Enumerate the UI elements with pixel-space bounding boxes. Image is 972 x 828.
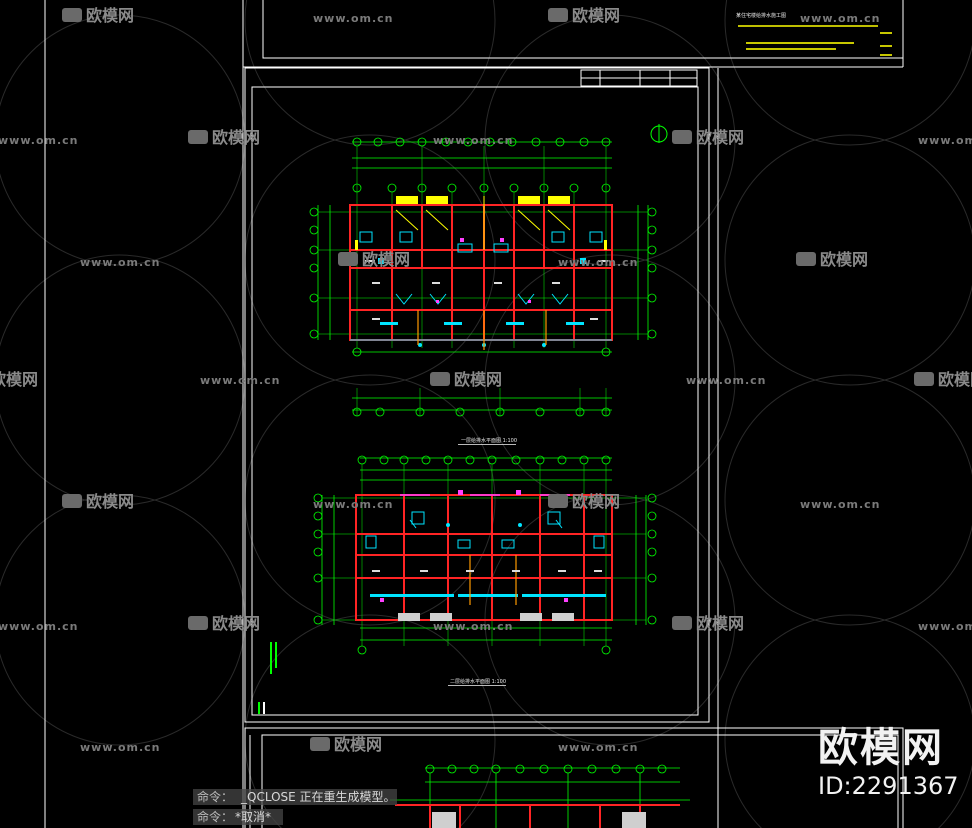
svg-text:欧模网: 欧模网	[696, 614, 744, 633]
plan-lower-caption: 二层给排水平面图 1:100	[450, 678, 506, 685]
command-prompt-label: 命令：	[197, 790, 234, 804]
svg-text:www.om.cn: www.om.cn	[0, 134, 79, 147]
sheet-title: 某住宅楼给排水施工图	[736, 12, 786, 19]
svg-text:欧模网: 欧模网	[0, 370, 38, 389]
command-history-line: 命令： _QCLOSE 正在重生成模型。	[193, 789, 397, 805]
brand-name: 欧模网	[818, 725, 944, 771]
svg-text:www.om.cn: www.om.cn	[686, 374, 767, 387]
svg-text:www.om.cn: www.om.cn	[433, 620, 514, 633]
svg-text:欧模网: 欧模网	[820, 250, 868, 269]
sheet-frames	[44, 0, 904, 828]
watermark-logos: 欧模网 欧模网 欧模网 欧模网 欧模网 欧模网 欧模网 欧模网 欧模网 欧模网 …	[0, 6, 972, 754]
svg-text:www.om.cn: www.om.cn	[558, 741, 639, 754]
svg-text:欧模网: 欧模网	[362, 250, 410, 269]
svg-text:www.om.cn: www.om.cn	[800, 498, 881, 511]
svg-text:www.om.cn: www.om.cn	[200, 374, 281, 387]
svg-text:欧模网: 欧模网	[212, 614, 260, 633]
svg-text:欧模网: 欧模网	[572, 6, 620, 25]
title-block-top: 某住宅楼给排水施工图	[736, 12, 892, 56]
svg-text:欧模网: 欧模网	[334, 735, 382, 754]
svg-text:www.om.cn: www.om.cn	[313, 498, 394, 511]
svg-text:欧模网: 欧模网	[212, 128, 260, 147]
plan-upper-caption: 一层给排水平面图 1:100	[461, 437, 517, 444]
svg-text:欧模网: 欧模网	[86, 492, 134, 511]
svg-text:欧模网: 欧模网	[696, 128, 744, 147]
brand-id: ID:2291367	[818, 772, 959, 800]
svg-text:www.om.cn: www.om.cn	[800, 12, 881, 25]
north-arrow-icon	[650, 124, 668, 143]
svg-text:欧模网: 欧模网	[454, 370, 502, 389]
svg-text:www.om.cn: www.om.cn	[0, 620, 79, 633]
svg-text:www.om.cn: www.om.cn	[313, 12, 394, 25]
command-prompt-label: 命令：	[197, 810, 234, 824]
floor-plan-upper[interactable]: 一层给排水平面图 1:100	[309, 137, 657, 445]
svg-text:欧模网: 欧模网	[86, 6, 134, 25]
svg-text:www.om.cn: www.om.cn	[918, 134, 972, 147]
command-input[interactable]: *取消*	[235, 810, 272, 824]
svg-text:www.om.cn: www.om.cn	[918, 620, 972, 633]
svg-text:www.om.cn: www.om.cn	[80, 256, 161, 269]
svg-text:www.om.cn: www.om.cn	[80, 741, 161, 754]
svg-text:欧模网: 欧模网	[938, 370, 972, 389]
command-input-line[interactable]: 命令：*取消*	[193, 809, 283, 825]
svg-text:欧模网: 欧模网	[572, 492, 620, 511]
watermark-urls: www.om.cn www.om.cn www.om.cn www.om.cn …	[0, 12, 972, 754]
command-history-text: _QCLOSE 正在重生成模型。	[241, 790, 396, 804]
floor-plan-lower[interactable]: 二层给排水平面图 1:100	[313, 455, 657, 686]
svg-text:www.om.cn: www.om.cn	[433, 134, 514, 147]
floor-plan-next-sheet[interactable]	[390, 764, 690, 828]
notes-block	[258, 642, 277, 714]
brand-overlay: 欧模网 ID:2291367	[818, 728, 959, 798]
svg-text:www.om.cn: www.om.cn	[558, 256, 639, 269]
